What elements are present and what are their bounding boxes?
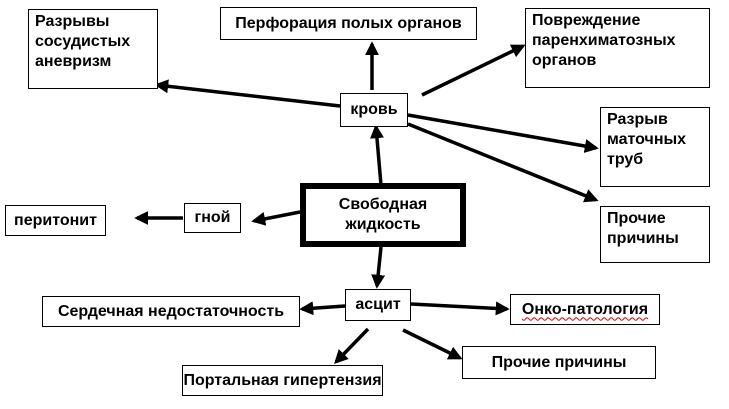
vascular-rupture-line-1: Разрывы bbox=[35, 13, 110, 30]
free-fluid-line-2: жидкость bbox=[345, 216, 421, 233]
arrow-blood-to-vascular bbox=[154, 79, 341, 108]
vascular-rupture-line-2: сосудистых bbox=[35, 33, 131, 50]
peritonitis-label: перитонит bbox=[14, 211, 97, 229]
other-causes-blood-line-2: причины bbox=[607, 230, 679, 247]
tube-rupture-line-2: маточных bbox=[607, 131, 687, 148]
ascites-node: асцит bbox=[345, 289, 411, 321]
blood-node-label: кровь bbox=[350, 101, 398, 118]
arrow-ascites-to-other bbox=[402, 328, 463, 360]
arrow-ascites-to-onco bbox=[410, 301, 510, 316]
onco-pathology-box: Онко-патология bbox=[510, 294, 660, 325]
ascites-node-label: асцит bbox=[355, 296, 401, 313]
arrow-ascites-to-heart bbox=[299, 301, 346, 316]
portal-hypertension-box: Портальная гипертензия bbox=[182, 365, 383, 396]
arrow-blood-to-parenchymal bbox=[421, 44, 526, 97]
parenchymal-damage-line-3: органов bbox=[532, 52, 597, 69]
other-causes-blood-line-1: Прочие bbox=[607, 210, 666, 227]
parenchymal-damage-line-2: паренхиматозных bbox=[532, 32, 676, 49]
vascular-rupture-line-3: аневризм bbox=[35, 53, 112, 70]
peritonitis-box: перитонит bbox=[5, 205, 106, 236]
arrow-center-to-ascites bbox=[371, 246, 386, 289]
blood-node: кровь bbox=[340, 93, 408, 127]
tube-rupture-line-1: Разрыв bbox=[607, 111, 668, 128]
pus-node: гной bbox=[184, 203, 241, 233]
hollow-perforation-box: Перфорация полых органов bbox=[220, 7, 477, 40]
portal-hypertension-label: Портальная гипертензия bbox=[183, 371, 382, 389]
pus-node-label: гной bbox=[194, 209, 231, 226]
hollow-perforation-label: Перфорация полых органов bbox=[235, 14, 462, 32]
tube-rupture-box: Разрыв маточных труб bbox=[600, 107, 710, 187]
arrow-ascites-to-portal bbox=[334, 327, 370, 365]
arrow-center-to-pus bbox=[251, 210, 301, 226]
free-fluid-center-box: Свободная жидкость bbox=[300, 183, 466, 247]
free-fluid-line-1: Свободная bbox=[338, 196, 428, 213]
other-causes-blood-box: Прочие причины bbox=[600, 206, 710, 263]
other-causes-ascites-label: Прочие причины bbox=[491, 353, 627, 371]
parenchymal-damage-line-1: Повреждение bbox=[532, 12, 641, 29]
tube-rupture-line-3: труб bbox=[607, 151, 644, 168]
other-causes-ascites-box: Прочие причины bbox=[462, 346, 656, 379]
onco-pathology-label: Онко-патология bbox=[521, 300, 649, 318]
parenchymal-damage-box: Повреждение паренхиматозных органов bbox=[525, 8, 710, 88]
heart-failure-box: Сердечная недостаточность bbox=[42, 296, 300, 327]
arrow-blood-to-tube bbox=[407, 113, 599, 153]
vascular-rupture-box: Разрывы сосудистых аневризм bbox=[28, 9, 158, 89]
arrow-center-to-blood bbox=[369, 124, 384, 186]
arrow-blood-to-other bbox=[407, 122, 599, 203]
heart-failure-label: Сердечная недостаточность bbox=[57, 302, 285, 320]
